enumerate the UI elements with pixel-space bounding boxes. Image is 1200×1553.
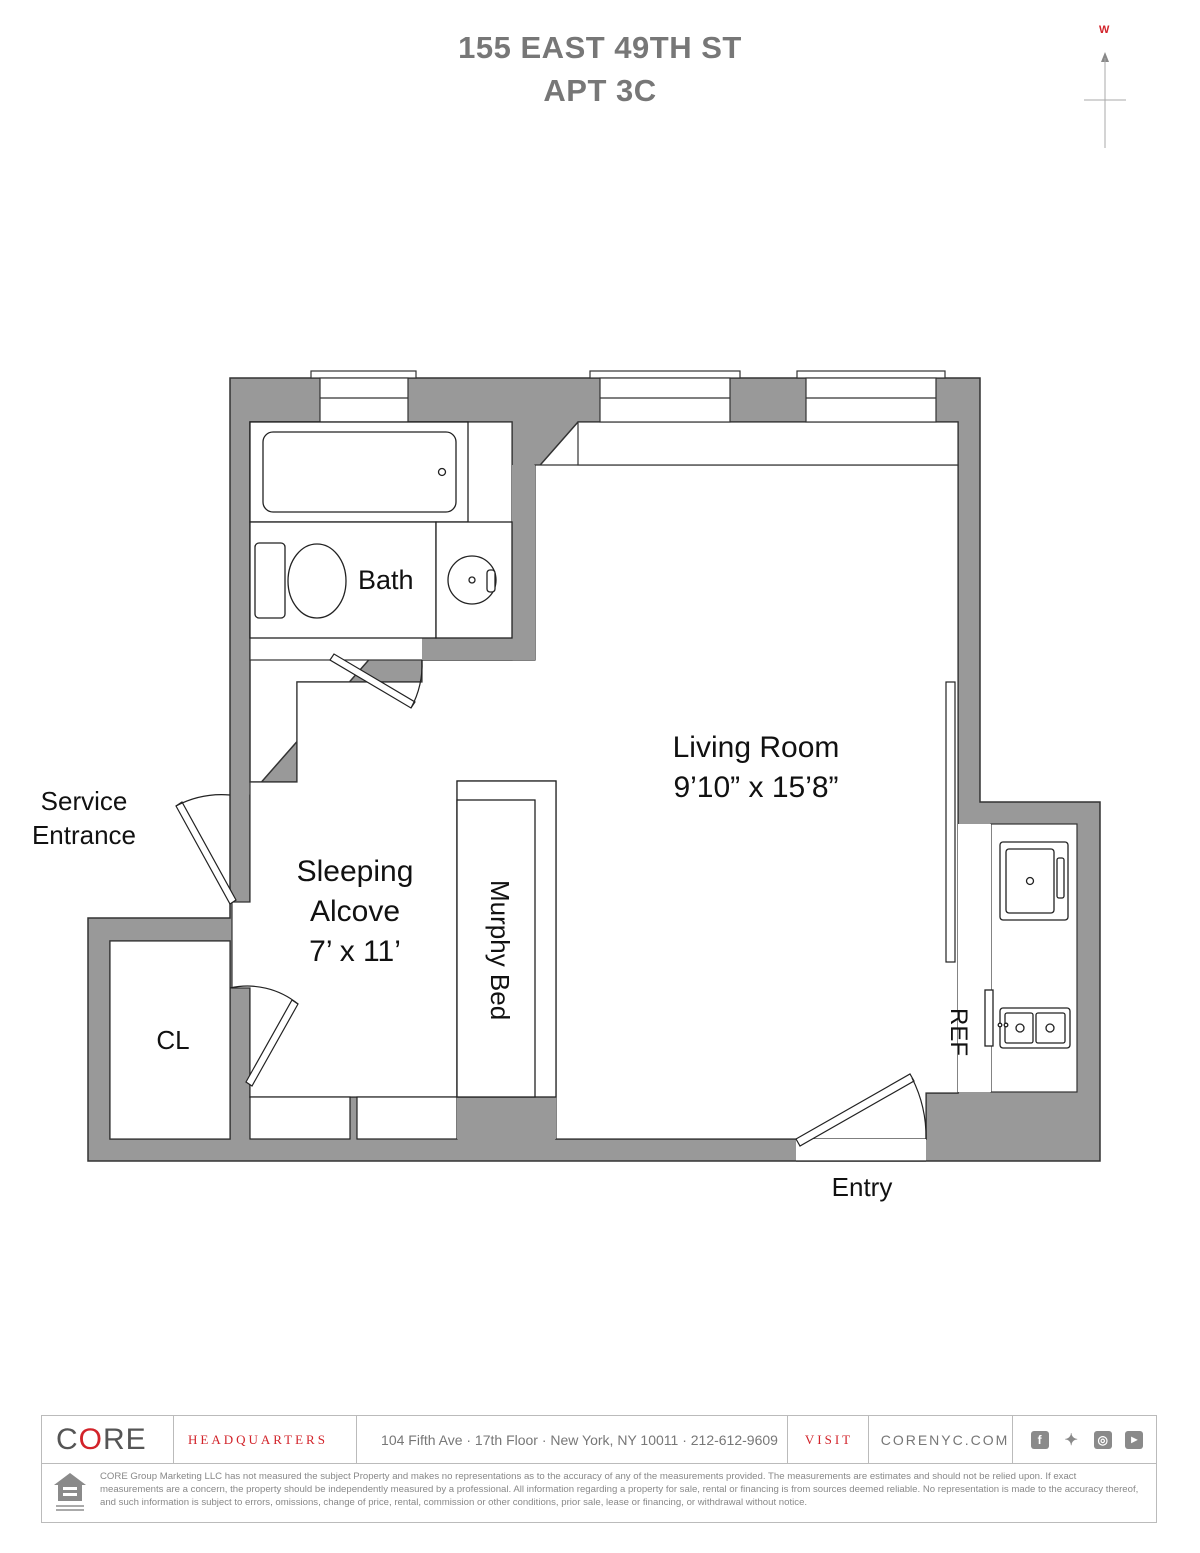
office-address: 104 Fifth Ave · 17th Floor · New York, N… [381,1431,778,1448]
sleeping-alcove-name-line1: Sleeping [296,855,414,888]
living-room-dimensions: 9’10” x 15’8” [673,771,839,804]
footer-divider [1012,1416,1013,1463]
entry-door [795,1073,927,1162]
bath-label: Bath [358,565,414,595]
instagram-icon[interactable]: ◎ [1093,1430,1112,1449]
bath-door [329,653,423,709]
core-logo-text: CORE [56,1422,147,1456]
address-title: 155 EAST 49TH ST [458,30,742,65]
kitchen-gap [958,824,991,1092]
visit-label: VISIT [804,1431,854,1447]
service-entrance-line2: Entrance [31,820,137,850]
core-logo[interactable]: CORE [56,1416,176,1463]
sleeping-alcove-dimensions: 7’ x 11’ [309,935,401,968]
closet-floor [109,940,231,1140]
living-room-floor [231,464,959,1140]
footer-divider [868,1416,869,1463]
legal-disclaimer: CORE Group Marketing LLC has not measure… [100,1471,1139,1508]
headquarters-label: HEADQUARTERS [188,1431,328,1447]
living-room-name: Living Room [672,731,840,764]
footer-bar: CORE HEADQUARTERS 104 Fifth Ave · 17th F… [42,1416,1156,1464]
service-entrance-line1: Service [40,786,128,816]
living-room-label: Living Room 9’10” x 15’8” [646,728,866,808]
murphy-bed [456,780,557,1098]
apartment-title: APT 3C [543,73,657,108]
radiator-counter [577,421,959,466]
social-links: f ✦ ◎ ▶ [1017,1416,1157,1463]
stove [984,989,1071,1049]
compass-direction-label: W [1099,24,1110,36]
facebook-icon[interactable]: f [1030,1430,1049,1449]
closet-label: CL [156,1025,190,1055]
toilet [249,521,437,639]
window-3 [796,370,946,423]
window-2 [589,370,741,423]
footer: CORE HEADQUARTERS 104 Fifth Ave · 17th F… [41,1415,1157,1523]
twitter-icon[interactable]: ✦ [1064,1431,1078,1449]
footer-divider [356,1416,357,1463]
website-link[interactable]: CORENYC.COM [880,1431,1010,1448]
compass: W [1080,24,1130,152]
closet-door [229,985,299,1087]
murphy-bed-label: Murphy Bed [485,880,515,1021]
service-entrance-label: Service Entrance [14,784,154,852]
entry-label: Entry [831,1172,893,1202]
youtube-icon[interactable]: ▶ [1125,1430,1144,1449]
alcove-bottom-wall [457,1097,556,1139]
kitchen-sink [999,841,1069,921]
bath-sink [435,521,513,639]
partition-panel [945,681,956,963]
equal-housing-opportunity-icon [54,1473,86,1511]
sleeping-alcove-label: Sleeping Alcove 7’ x 11’ [255,852,455,972]
window-1 [310,370,417,423]
footer-divider [787,1416,788,1463]
compass-arrow-icon [1084,52,1126,148]
bathtub [249,421,469,523]
sleeping-alcove-name-line2: Alcove [309,895,401,928]
footer-divider [173,1416,174,1463]
bath-lower-right-wall [422,638,535,660]
bath-right-wall [512,465,535,660]
ref-label: REF [945,1008,972,1056]
service-door [175,794,237,905]
